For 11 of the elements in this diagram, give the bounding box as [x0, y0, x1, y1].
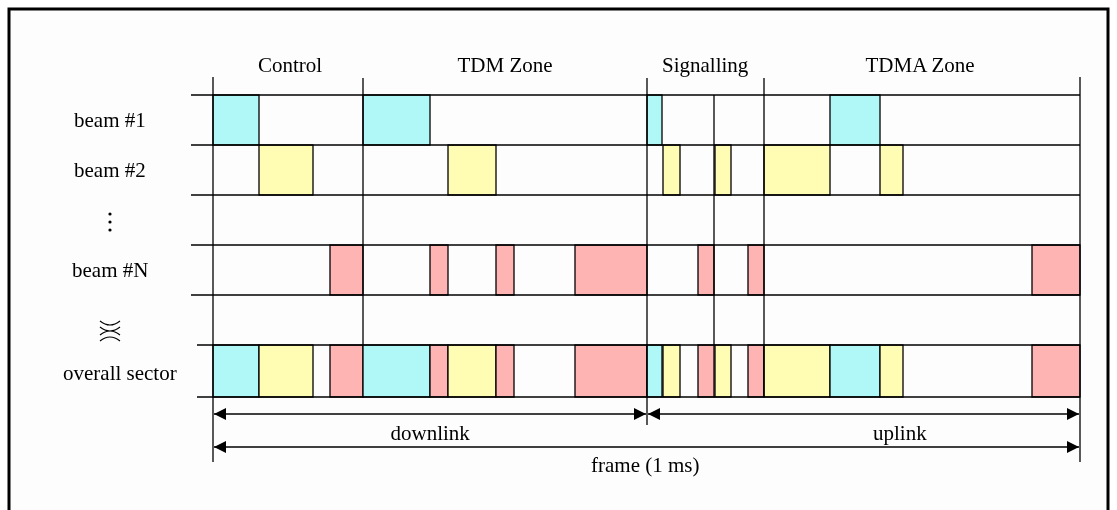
dimension-label: downlink	[390, 421, 470, 445]
zone-heading: Signalling	[662, 53, 749, 77]
row-label: beam #2	[74, 158, 146, 182]
row-label: beam #N	[72, 258, 149, 282]
dimension-label: uplink	[873, 421, 927, 445]
zone-heading: TDMA Zone	[865, 53, 975, 77]
zone-heading: TDM Zone	[457, 53, 553, 77]
row-label: overall sector	[63, 361, 177, 385]
zone-heading: Control	[258, 53, 323, 77]
row-label: beam #1	[74, 108, 146, 132]
dimension-label: frame (1 ms)	[591, 453, 700, 477]
